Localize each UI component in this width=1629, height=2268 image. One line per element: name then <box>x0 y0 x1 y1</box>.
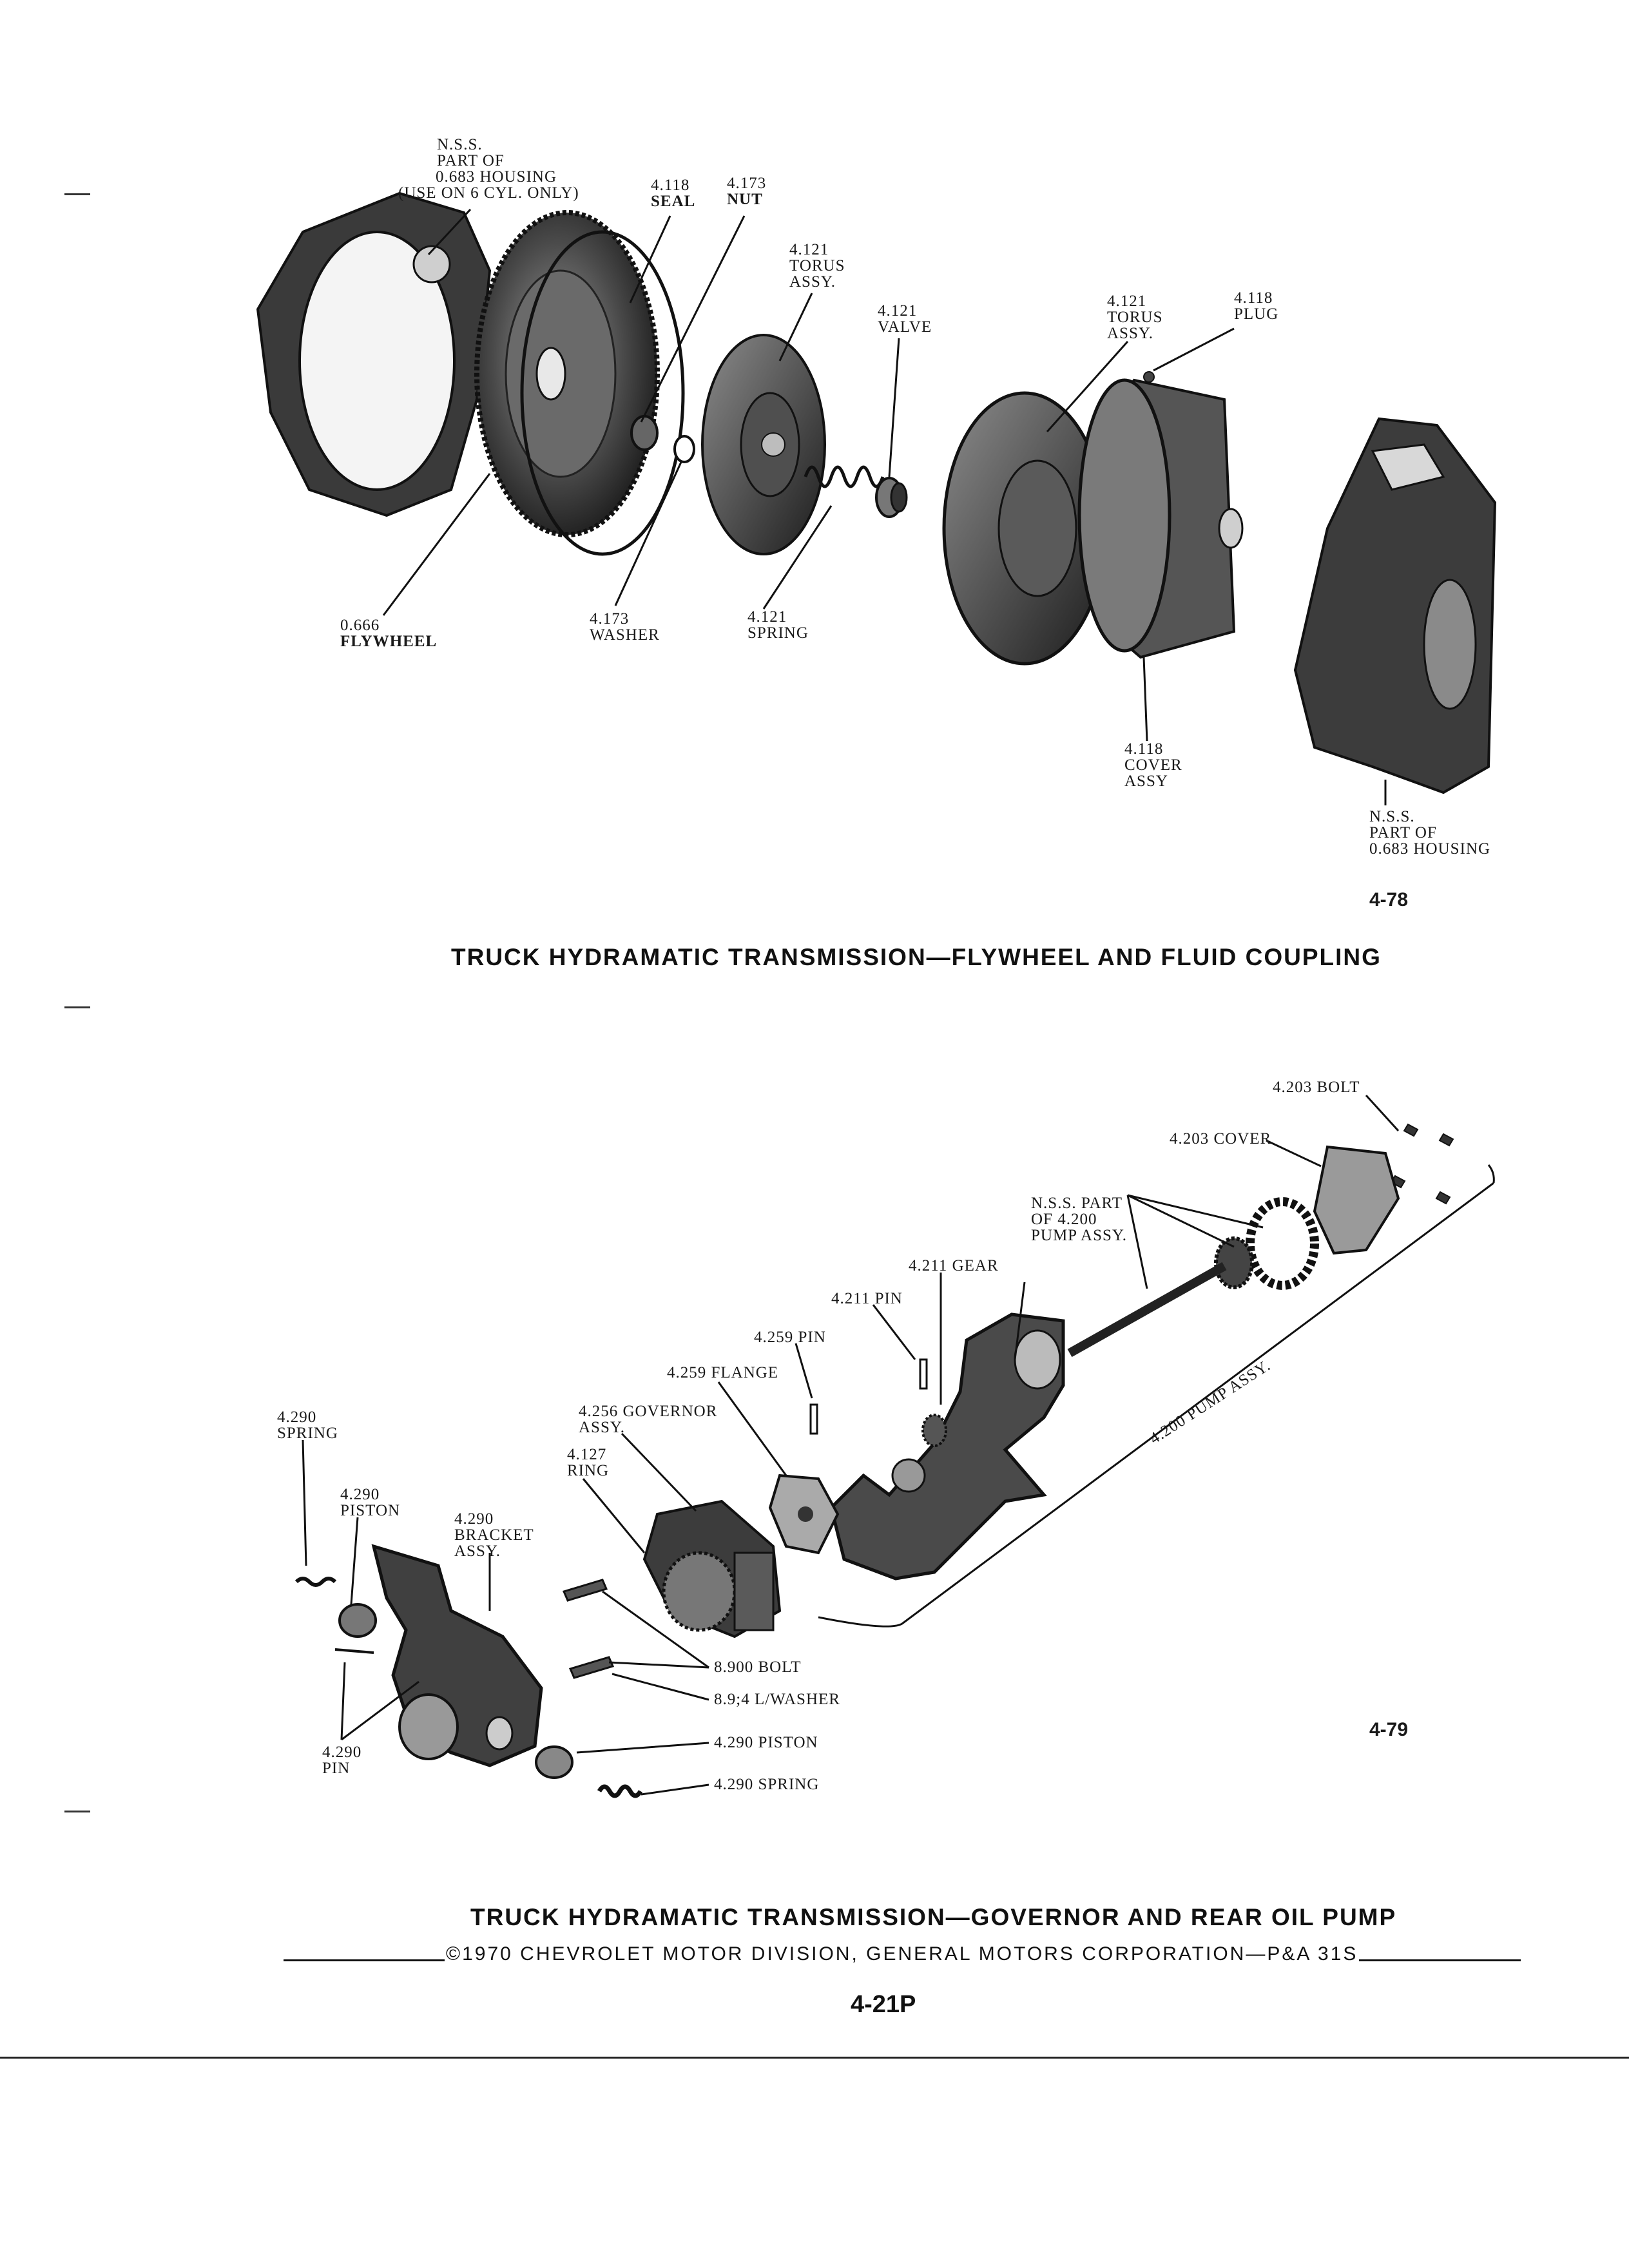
figure-caption: TRUCK HYDRAMATIC TRANSMISSION—FLYWHEEL A… <box>451 944 1382 970</box>
label-4203-cover: 4.203 COVER <box>1170 1130 1272 1148</box>
bracket-assembly-part <box>371 1544 543 1767</box>
margin-tick <box>64 193 90 195</box>
label-4211-pin: 4.211 PIN <box>831 1290 903 1307</box>
label-4290-piston-right: 4.290 PISTON <box>714 1734 818 1751</box>
cover-assembly-part <box>1077 378 1244 659</box>
piston-right-part <box>535 1745 574 1779</box>
spring-right-part <box>597 1784 643 1798</box>
label-plug: 4.118 PLUG <box>1234 289 1279 323</box>
label-spring: 4.121 SPRING <box>747 608 809 642</box>
label-nut: 4.173 NUT <box>727 175 767 208</box>
plug-part <box>1143 371 1155 383</box>
figure-caption: TRUCK HYDRAMATIC TRANSMISSION—GOVERNOR A… <box>470 1904 1397 1930</box>
pump-body-part <box>829 1312 1065 1581</box>
label-4290-spring-right: 4.290 SPRING <box>714 1776 820 1793</box>
gear-4211-part <box>921 1414 947 1447</box>
label-8900-bolt: 8.900 BOLT <box>714 1658 802 1676</box>
pump-cover-part <box>1313 1145 1400 1255</box>
label-nss-pump: N.S.S. PART OF 4.200 PUMP ASSY. <box>1031 1195 1127 1244</box>
spring-part <box>804 465 885 488</box>
label-torus-assy-1: 4.121 TORUS ASSY. <box>789 241 845 291</box>
margin-tick <box>64 1811 90 1812</box>
label-4290-bracket-assy: 4.290 BRACKET ASSY. <box>454 1510 534 1560</box>
label-4290-spring-left: 4.290 SPRING <box>277 1408 338 1442</box>
label-4203-bolt: 4.203 BOLT <box>1273 1079 1360 1096</box>
label-4259-flange: 4.259 FLANGE <box>667 1364 779 1381</box>
valve-part <box>875 477 908 518</box>
label-governor-assy: 4.256 GOVERNOR ASSY. <box>579 1403 718 1436</box>
label-housing-front: N.S.S. PART OF 0.683 HOUSING (USE ON 6 C… <box>398 136 579 202</box>
seal-ring-part <box>520 230 685 556</box>
footer-rule <box>284 1959 445 1961</box>
footer-rule <box>1359 1959 1521 1961</box>
label-torus-assy-2: 4.121 TORUS ASSY. <box>1107 293 1163 342</box>
pin-4259-part <box>809 1403 818 1435</box>
pin-4290-part <box>334 1648 374 1654</box>
nut-part <box>630 415 659 451</box>
margin-tick <box>64 1006 90 1008</box>
governor-bolts <box>562 1579 615 1679</box>
torus-assembly-part <box>942 391 1107 666</box>
spring-left-part <box>294 1577 337 1587</box>
bottom-rule <box>0 2057 1629 2059</box>
pump-assy-brace <box>818 1182 1494 1628</box>
pump-shaft-part <box>1067 1262 1227 1358</box>
pin-4211-part <box>919 1358 928 1390</box>
torus-assembly-part <box>701 334 826 555</box>
figure2-leader-lines <box>302 1094 1400 1796</box>
washer-part <box>673 435 695 463</box>
figure-number: 4-79 <box>1369 1719 1409 1740</box>
rear-housing-part <box>1293 417 1497 794</box>
front-housing-part <box>256 191 492 517</box>
page-number: 4-21P <box>851 1991 916 2018</box>
inner-gear-part <box>1214 1236 1254 1289</box>
outer-gear-part <box>1246 1197 1319 1290</box>
label-4290-pin: 4.290 PIN <box>322 1744 362 1777</box>
figure1-leader-lines <box>382 208 1387 805</box>
label-4259-pin: 4.259 PIN <box>754 1329 826 1346</box>
governor-assembly-part <box>642 1499 782 1639</box>
copyright-text: ©1970 CHEVROLET MOTOR DIVISION, GENERAL … <box>446 1943 1358 1965</box>
figure-number: 4-78 <box>1369 889 1409 910</box>
label-housing-rear: N.S.S. PART OF 0.683 HOUSING <box>1369 808 1490 858</box>
flywheel-part <box>474 210 660 537</box>
label-4127-ring: 4.127 RING <box>567 1446 610 1479</box>
pump-assy-brace <box>1487 1164 1495 1184</box>
label-seal: 4.118 SEAL <box>651 177 696 210</box>
cover-bolts <box>1390 1123 1454 1205</box>
label-cover-assy: 4.118 COVER ASSY <box>1124 740 1182 790</box>
label-4290-piston-left: 4.290 PISTON <box>340 1486 401 1519</box>
label-washer: 4.173 WASHER <box>590 610 660 644</box>
footer-copyright-line: ©1970 CHEVROLET MOTOR DIVISION, GENERAL … <box>284 1943 1521 1965</box>
label-4211-gear: 4.211 GEAR <box>909 1257 999 1274</box>
label-valve: 4.121 VALVE <box>878 302 932 336</box>
label-8934-lwasher: 8.9;4 L/WASHER <box>714 1691 840 1708</box>
flange-part <box>768 1474 840 1555</box>
label-flywheel: 0.666 FLYWHEEL <box>340 617 438 650</box>
piston-left-part <box>338 1603 377 1638</box>
